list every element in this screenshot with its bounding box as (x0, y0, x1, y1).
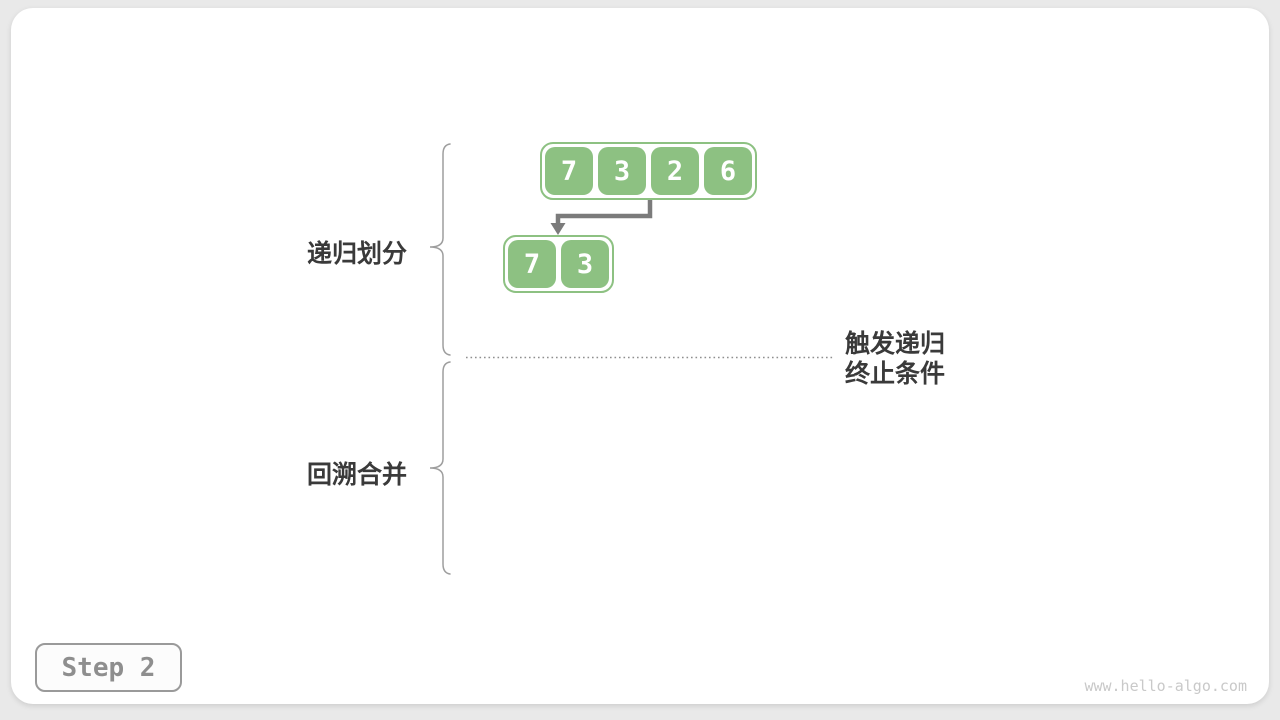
array-cell: 7 (508, 240, 556, 288)
array-top: 7 3 2 6 (540, 142, 757, 200)
divide-phase-label: 递归划分 (307, 240, 408, 268)
step-badge: Step 2 (35, 643, 182, 692)
termination-annotation-line2: 终止条件 (845, 360, 946, 388)
watermark: www.hello-algo.com (1084, 677, 1247, 695)
array-cell: 6 (704, 147, 752, 195)
array-cell: 7 (545, 147, 593, 195)
merge-phase-label: 回溯合并 (307, 461, 408, 489)
array-cell: 2 (651, 147, 699, 195)
termination-annotation: 触发递归 终止条件 (845, 329, 945, 389)
array-cell: 3 (561, 240, 609, 288)
figure-card (11, 8, 1269, 704)
array-sub: 7 3 (503, 235, 614, 293)
array-cell: 3 (598, 147, 646, 195)
termination-annotation-line1: 触发递归 (845, 330, 946, 358)
